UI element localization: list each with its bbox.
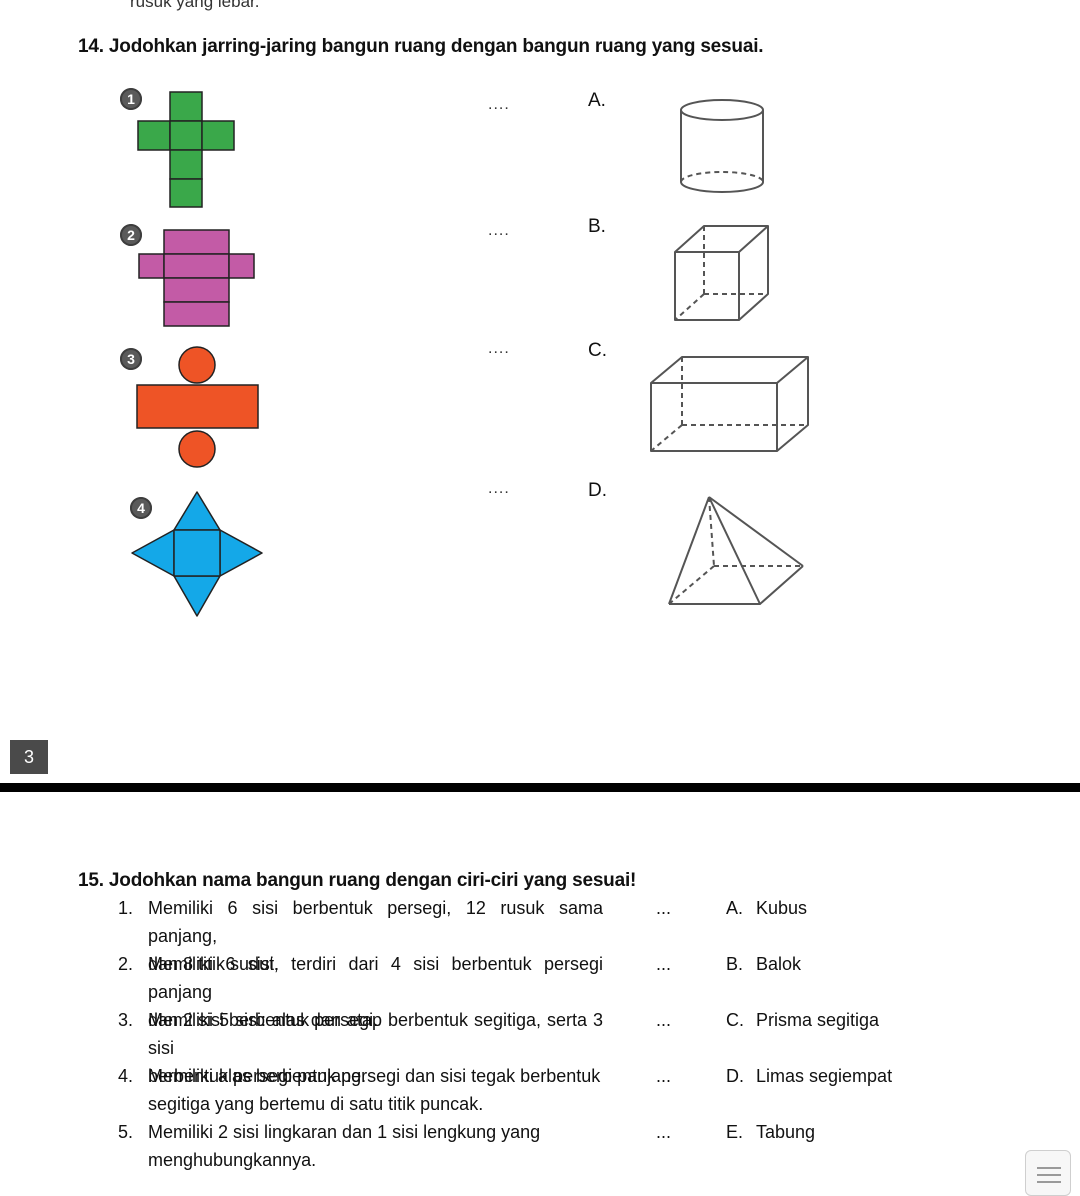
menu-icon-bar xyxy=(1037,1181,1061,1183)
answer-letter: E. xyxy=(726,1122,744,1142)
criteria-text: Memiliki 2 sisi lingkaran dan 1 sisi len… xyxy=(148,1118,603,1174)
answer-blank[interactable]: ... xyxy=(656,898,672,918)
answer-blank[interactable]: ... xyxy=(656,1010,672,1030)
criteria-line-1: Memiliki 5 sisi: alas dan atap berbentuk… xyxy=(148,1010,603,1058)
criteria-number: 5. xyxy=(118,1122,134,1142)
q14-number: 14. xyxy=(78,36,104,57)
answer-letter: A. xyxy=(726,898,744,918)
option-d-letter: D. xyxy=(588,480,607,501)
cylinder-figure xyxy=(680,99,764,193)
q14-title: Jodohkan jarring-jaring bangun ruang den… xyxy=(108,36,764,57)
criteria-line-2: dan 2 sisi berbentuk persegi. xyxy=(148,1010,379,1030)
cylinder-net-figure xyxy=(136,346,259,468)
criteria-text: Memiliki 5 sisi: alas dan atap berbentuk… xyxy=(148,1006,603,1090)
criteria-text: Memiliki 6 sisi berbentuk persegi, 12 ru… xyxy=(148,894,603,978)
q15-number: 15. xyxy=(78,870,104,891)
answer-letter: D. xyxy=(726,1066,744,1086)
net-1-badge: 1 xyxy=(120,88,142,110)
answer-blank-1[interactable]: .... xyxy=(488,96,510,113)
previous-text-fragment: rusuk yang lebar. xyxy=(130,0,260,11)
answer-name: Limas segiempat xyxy=(756,1066,893,1086)
menu-icon-bar xyxy=(1037,1174,1061,1176)
cuboid-figure xyxy=(650,356,809,452)
answer-letter: C. xyxy=(726,1010,744,1030)
criteria-number: 4. xyxy=(118,1066,134,1086)
net-2-badge: 2 xyxy=(120,224,142,246)
net-3-badge: 3 xyxy=(120,348,142,370)
criteria-line-2: segitiga yang bertemu di satu titik punc… xyxy=(148,1094,484,1114)
page-number-badge: 3 xyxy=(10,740,48,774)
q15-heading: 15. Jodohkan nama bangun ruang dengan ci… xyxy=(78,870,636,892)
criteria-line-1: Memiliki 6 sisi berbentuk persegi, 12 ru… xyxy=(148,898,603,946)
criteria-line-2: dan 8 titik sudut. xyxy=(148,954,280,974)
option-a-letter: A. xyxy=(588,90,606,111)
net-4-badge: 4 xyxy=(130,497,152,519)
criteria-text: Memiliki 6 sisi, terdiri dari 4 sisi ber… xyxy=(148,950,603,1034)
answer-blank[interactable]: ... xyxy=(656,954,672,974)
menu-button[interactable] xyxy=(1025,1150,1071,1196)
cube-net-figure xyxy=(137,91,235,208)
criteria-line-2: berbentuk persegi panjang. xyxy=(148,1066,367,1086)
page-divider xyxy=(0,783,1080,792)
q15-title: Jodohkan nama bangun ruang dengan ciri-c… xyxy=(108,870,637,891)
answer-blank-4[interactable]: .... xyxy=(488,480,510,497)
answer-letter: B. xyxy=(726,954,744,974)
criteria-number: 1. xyxy=(118,898,134,918)
criteria-line-1: Memiliki alas berbentuk persegi dan sisi… xyxy=(148,1066,601,1086)
criteria-line-2: menghubungkannya. xyxy=(148,1150,317,1170)
criteria-number: 2. xyxy=(118,954,134,974)
square-pyramid-figure xyxy=(668,496,804,605)
criteria-number: 3. xyxy=(118,1010,134,1030)
cuboid-net-figure xyxy=(138,229,255,327)
answer-name: Balok xyxy=(756,954,802,974)
answer-blank-3[interactable]: .... xyxy=(488,340,510,357)
criteria-line-1: Memiliki 6 sisi, terdiri dari 4 sisi ber… xyxy=(148,954,603,1002)
answer-blank[interactable]: ... xyxy=(656,1066,672,1086)
option-b-letter: B. xyxy=(588,216,606,237)
cube-figure xyxy=(674,225,769,321)
answer-name: Prisma segitiga xyxy=(756,1010,880,1030)
criteria-line-1: Memiliki 2 sisi lingkaran dan 1 sisi len… xyxy=(148,1122,541,1142)
menu-icon-bar xyxy=(1037,1167,1061,1169)
option-c-letter: C. xyxy=(588,340,607,361)
criteria-text: Memiliki alas berbentuk persegi dan sisi… xyxy=(148,1062,603,1118)
q14-heading: 14. Jodohkan jarring-jaring bangun ruang… xyxy=(78,36,764,58)
answer-name: Kubus xyxy=(756,898,808,918)
answer-blank[interactable]: ... xyxy=(656,1122,672,1142)
pyramid-net-figure xyxy=(131,491,263,617)
answer-name: Tabung xyxy=(756,1122,816,1142)
answer-blank-2[interactable]: .... xyxy=(488,222,510,239)
